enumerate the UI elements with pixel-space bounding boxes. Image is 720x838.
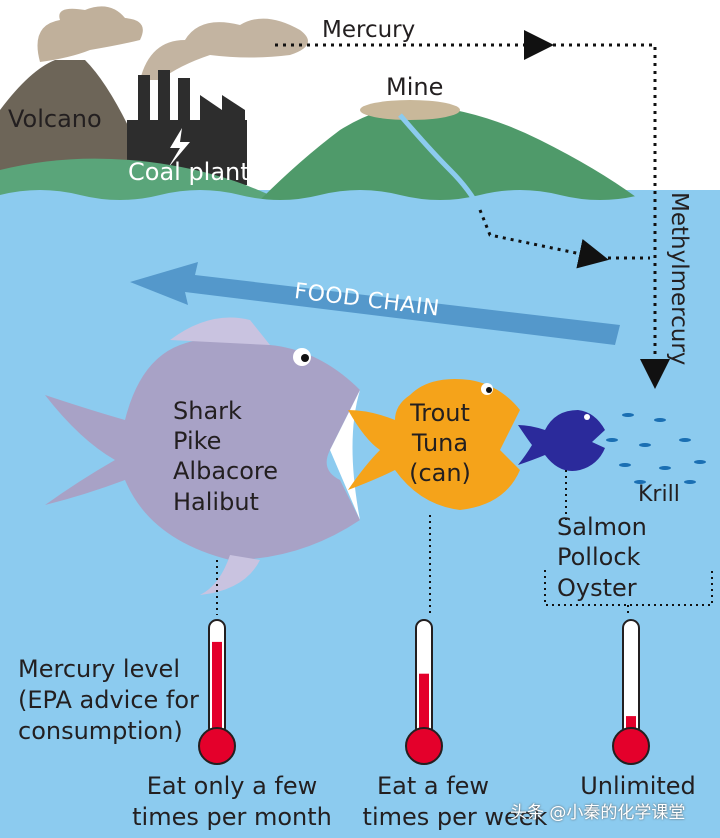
thermometer-low	[612, 619, 650, 765]
small-fish-name: Oyster	[557, 574, 637, 602]
methylmercury-label: Methylmercury	[666, 192, 692, 366]
large-fish-name: Halibut	[173, 488, 259, 516]
advice-low: Unlimited	[580, 772, 696, 800]
advice-high: Eat only a few	[146, 772, 318, 800]
mercury-label: Mercury	[322, 17, 416, 43]
volcano-label: Volcano	[8, 105, 102, 133]
advice-medium: times per week	[362, 803, 548, 831]
krill-label: Krill	[638, 482, 680, 507]
thermometer-high	[198, 619, 236, 765]
medium-fish-name: (can)	[409, 459, 471, 487]
legend-line: consumption)	[18, 717, 183, 745]
advice-medium: Eat a few	[376, 772, 490, 800]
legend-line: Mercury level	[18, 655, 180, 683]
medium-fish-icon	[348, 379, 520, 510]
krill-icon	[606, 413, 706, 484]
medium-fish-name: Tuna	[411, 429, 469, 457]
food-chain-arrow	[130, 262, 620, 345]
thermometer-mercury-level	[419, 673, 429, 738]
small-fish-name: Pollock	[557, 543, 641, 571]
small-fish-name: Salmon	[557, 513, 647, 541]
mine-label: Mine	[386, 73, 444, 101]
legend-line: (EPA advice for	[18, 686, 199, 714]
small-fish-icon	[518, 410, 605, 471]
thermometer-bulb	[612, 727, 650, 765]
thermometer-medium	[405, 619, 443, 765]
mercury-pathway	[275, 30, 670, 389]
water-waves	[0, 190, 720, 215]
smoke	[140, 18, 308, 81]
thermometer-bulb	[405, 727, 443, 765]
watermark: 头条 @小秦的化学课堂	[510, 803, 686, 823]
thermometer-mercury-level	[212, 641, 222, 738]
advice-high: times per month	[132, 803, 332, 831]
medium-fish-name: Trout	[410, 399, 470, 427]
hill-left	[0, 158, 280, 200]
large-fish-name: Shark	[173, 397, 242, 425]
coal-plant-label: Coal plant	[128, 158, 250, 186]
connector-lines	[216, 470, 713, 615]
coal-plant-icon	[127, 70, 247, 185]
thermometer-bulb	[198, 727, 236, 765]
large-fish-name: Pike	[173, 427, 222, 455]
large-fish-name: Albacore	[173, 457, 279, 485]
